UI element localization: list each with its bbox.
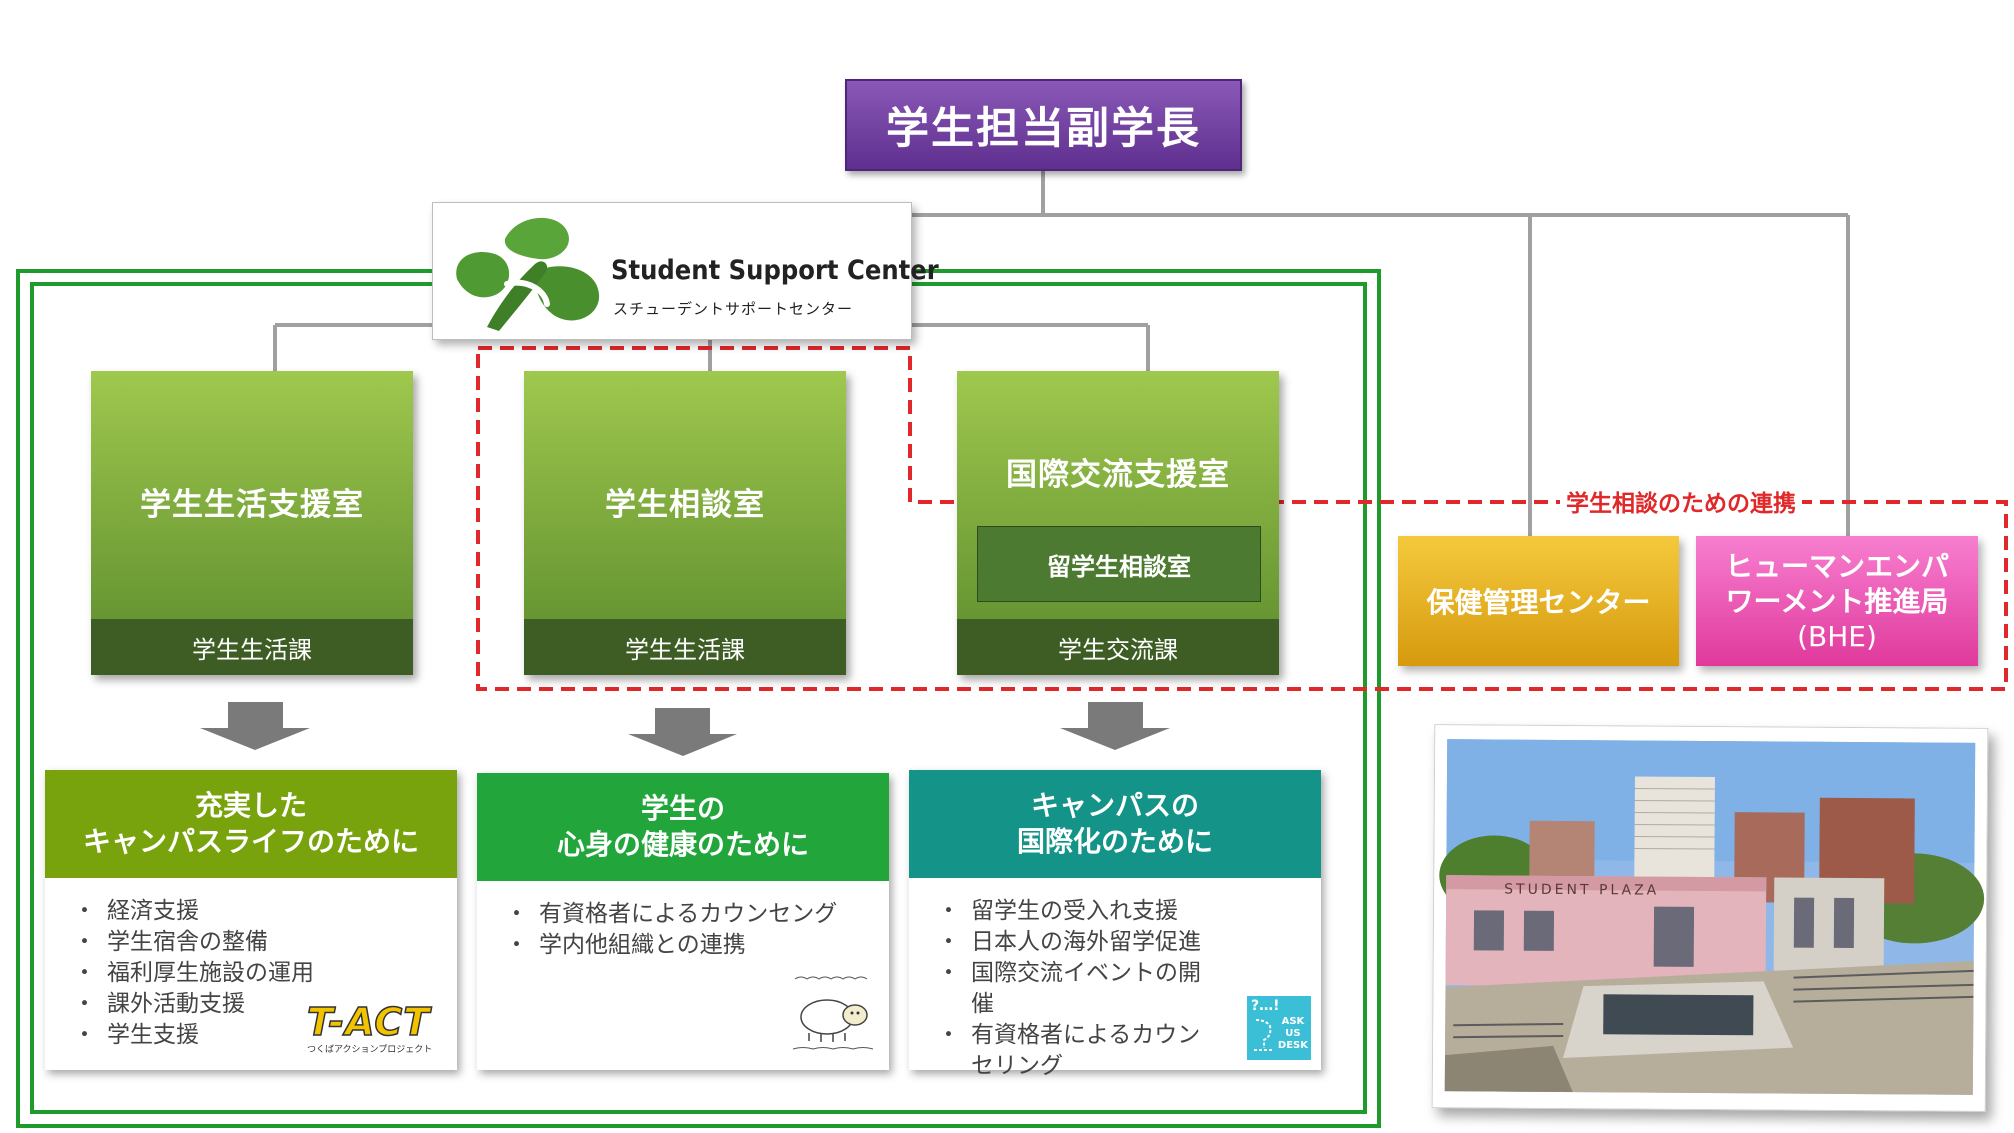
sheep-mascot-icon — [792, 976, 874, 1050]
title-line: キャンパスライフのために — [82, 825, 419, 858]
list-item: 学生宿舎の整備 — [73, 927, 457, 958]
office-name: 学生相談室 — [605, 487, 765, 523]
office-name: 国際交流支援室 — [1006, 457, 1230, 493]
title-line: キャンパスの — [1030, 788, 1199, 822]
photo-sign-text: STUDENT PLAZA — [1504, 882, 1659, 899]
vice-president-box: 学生担当副学長 — [845, 79, 1242, 171]
collaboration-label: 学生相談のための連携 — [1560, 484, 1802, 518]
title-line: 充実した — [194, 788, 307, 822]
title-line: 心身の健康のために — [556, 828, 809, 861]
list-item: 国際交流イベントの開催 — [937, 958, 1221, 1020]
list-item: 日本人の海外留学促進 — [937, 927, 1221, 958]
arrow-down-icon — [1060, 702, 1170, 750]
office-student-life: 学生生活支援室 学生生活課 — [91, 371, 413, 675]
office-international: 国際交流支援室 留学生相談室 学生交流課 — [957, 371, 1279, 675]
list-item: 経済支援 — [73, 896, 457, 927]
list-item: 有資格者によるカウンセング — [505, 899, 889, 930]
office-name: 学生生活支援室 — [140, 487, 364, 523]
title-line: 学生の — [640, 791, 725, 825]
student-support-center-box: Student Support Center スチューデントサポートセンター — [432, 202, 939, 340]
ask-us-desk-line: DESK — [1277, 1040, 1308, 1051]
list-item: 学生支援 — [73, 1020, 457, 1051]
list-item: 課外活動支援 — [73, 989, 457, 1020]
bhe-line2: ワーメント推進局 — [1725, 584, 1949, 618]
t-act-logo-main: T-ACT — [306, 1000, 431, 1044]
office-counseling: 学生相談室 学生生活課 — [524, 371, 846, 675]
campus-photo: STUDENT PLAZA — [1431, 724, 1989, 1112]
health-center-box: 保健管理センター — [1398, 536, 1679, 666]
office-dept: 学生交流課 — [957, 619, 1279, 675]
student-support-center-logo-icon — [456, 217, 600, 331]
bhe-line3: (BHE) — [1797, 619, 1877, 653]
list-item: 有資格者によるカウンセリング — [937, 1020, 1221, 1082]
arrow-down-icon — [200, 702, 310, 750]
ask-us-desk-top: ?…! — [1251, 998, 1280, 1014]
support-center-name-ja: スチューデントサポートセンター — [613, 300, 854, 318]
outcome-card-title: 学生の 心身の健康のために — [477, 773, 889, 881]
outcome-card-title: キャンパスの 国際化のために — [909, 770, 1321, 878]
bhe-box: ヒューマンエンパ ワーメント推進局 (BHE) — [1696, 536, 1978, 666]
list-item: 留学生の受入れ支援 — [937, 896, 1221, 927]
outcome-item-list: 有資格者によるカウンセング 学内他組織との連携 — [477, 881, 889, 961]
bhe-line1: ヒューマンエンパ — [1724, 549, 1949, 583]
t-act-logo: T-ACT つくばアクションプロジェクト — [306, 1000, 447, 1062]
health-center-label: 保健管理センター — [1426, 586, 1651, 619]
office-sub-room: 留学生相談室 — [977, 526, 1261, 602]
down-arrows — [200, 702, 1170, 756]
t-act-logo-sub: つくばアクションプロジェクト — [307, 1045, 433, 1055]
ask-us-desk-logo: ?…! ASK US DESK — [1247, 996, 1311, 1060]
collaboration-boundary — [476, 346, 2008, 691]
outcome-card-campus-life: 充実した キャンパスライフのために 経済支援 学生宿舎の整備 福利厚生施設の運用… — [45, 770, 457, 1070]
student-plaza-photo: STUDENT PLAZA — [1432, 725, 1988, 1111]
outcome-item-list: 経済支援 学生宿舎の整備 福利厚生施設の運用 課外活動支援 学生支援 — [45, 878, 457, 1051]
outcome-item-list: 留学生の受入れ支援 日本人の海外留学促進 国際交流イベントの開催 有資格者による… — [909, 878, 1321, 1082]
office-dept: 学生生活課 — [524, 619, 846, 675]
ask-us-desk-line: US — [1285, 1028, 1301, 1039]
arrow-down-icon — [628, 708, 737, 756]
support-center-name-en: Student Support Center — [611, 255, 939, 286]
ask-us-desk-line: ASK — [1281, 1016, 1305, 1027]
outcome-card-health: 学生の 心身の健康のために 有資格者によるカウンセング 学内他組織との連携 — [477, 773, 889, 1070]
list-item: 学内他組織との連携 — [505, 930, 889, 961]
person-icon — [1254, 1019, 1272, 1051]
title-line: 国際化のために — [1016, 825, 1213, 858]
vice-president-label: 学生担当副学長 — [886, 104, 1201, 154]
office-dept: 学生生活課 — [91, 619, 413, 675]
outcome-card-international: キャンパスの 国際化のために 留学生の受入れ支援 日本人の海外留学促進 国際交流… — [909, 770, 1321, 1079]
list-item: 福利厚生施設の運用 — [73, 958, 457, 989]
outcome-card-title: 充実した キャンパスライフのために — [45, 770, 457, 878]
